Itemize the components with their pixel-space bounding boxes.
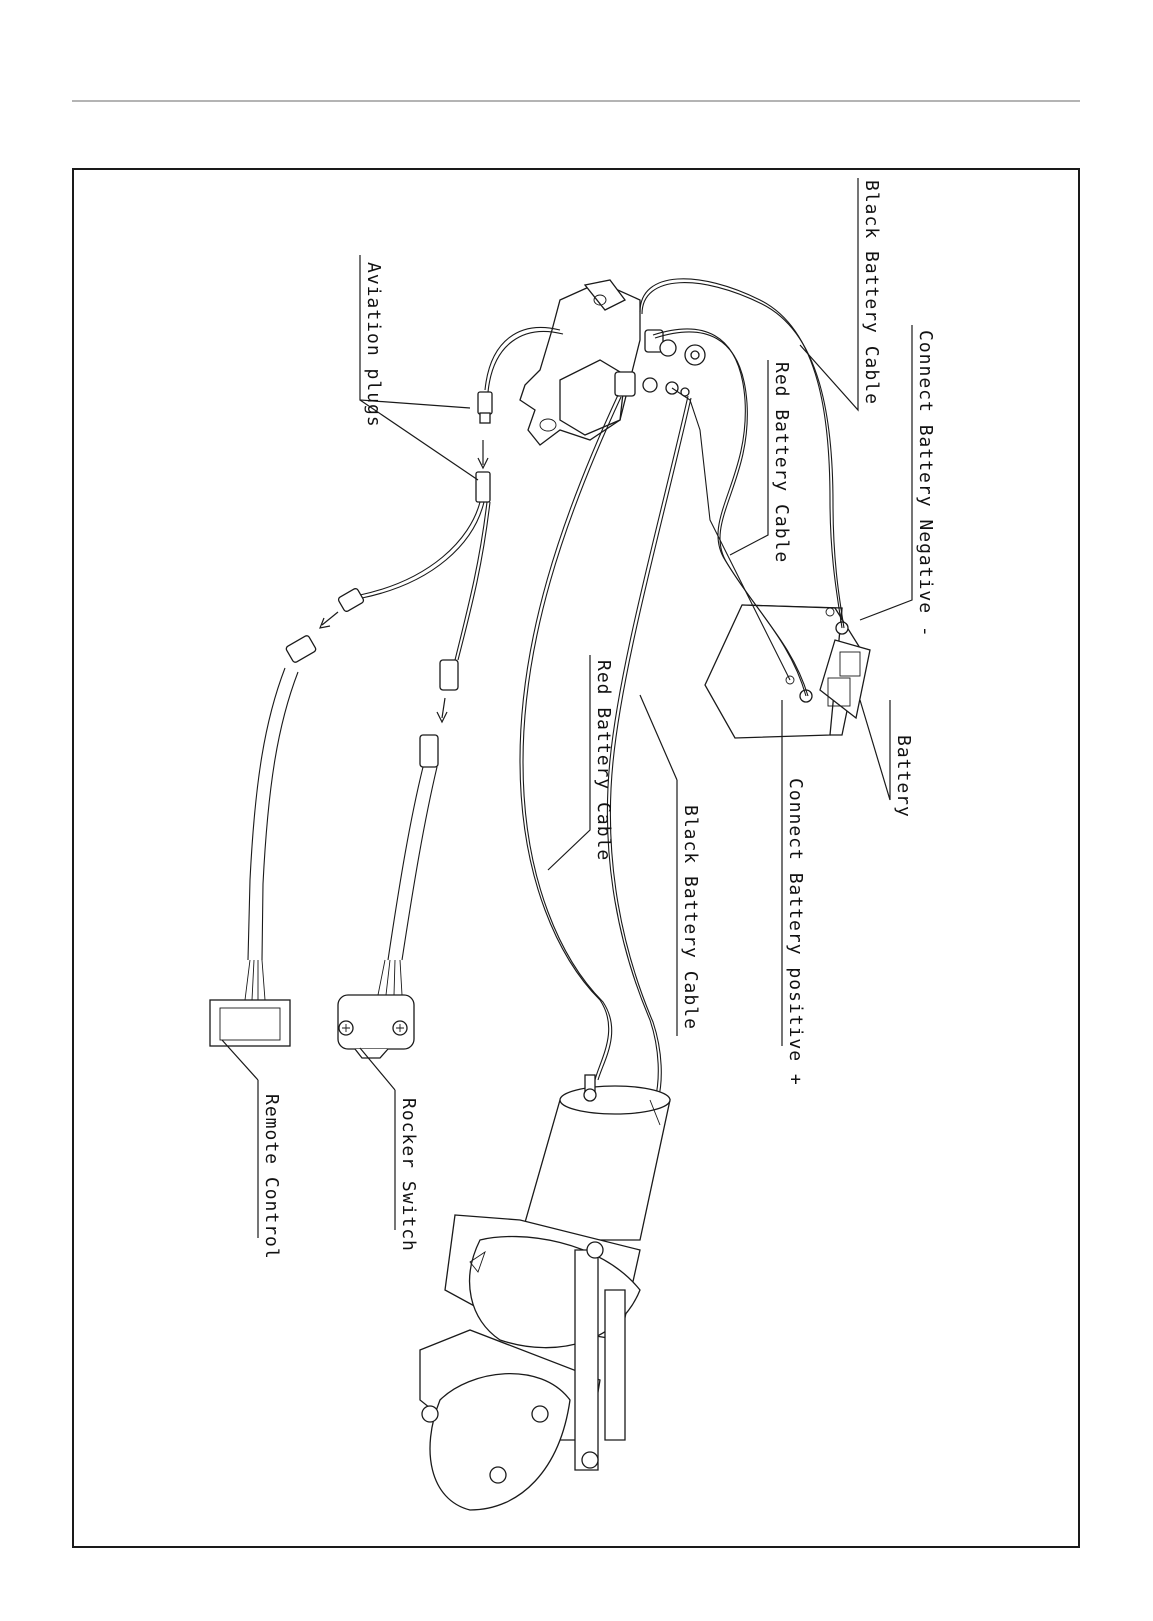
aviation-harness — [285, 328, 563, 768]
label-black-battery-cable-top: Black Battery Cable — [861, 180, 882, 405]
battery — [705, 605, 870, 738]
label-black-battery-cable-mid: Black Battery Cable — [680, 805, 701, 1030]
label-connect-battery-negative: Connect Battery Negative - — [915, 330, 936, 638]
remote-control — [210, 668, 298, 1046]
rocker-switch — [338, 767, 437, 1058]
contactor-box — [520, 280, 705, 445]
label-remote-control: Remote Control — [261, 1094, 282, 1260]
label-rocker-switch: Rocker Switch — [398, 1098, 419, 1252]
label-connect-battery-positive: Connect Battery positive + — [785, 778, 806, 1086]
label-battery: Battery — [893, 735, 914, 818]
label-red-battery-cable-top: Red Battery Cable — [771, 362, 792, 563]
label-aviation-plugs: Aviation plugs — [363, 262, 384, 428]
label-red-battery-cable-mid: Red Battery Cable — [593, 660, 614, 861]
winch — [420, 1075, 670, 1510]
